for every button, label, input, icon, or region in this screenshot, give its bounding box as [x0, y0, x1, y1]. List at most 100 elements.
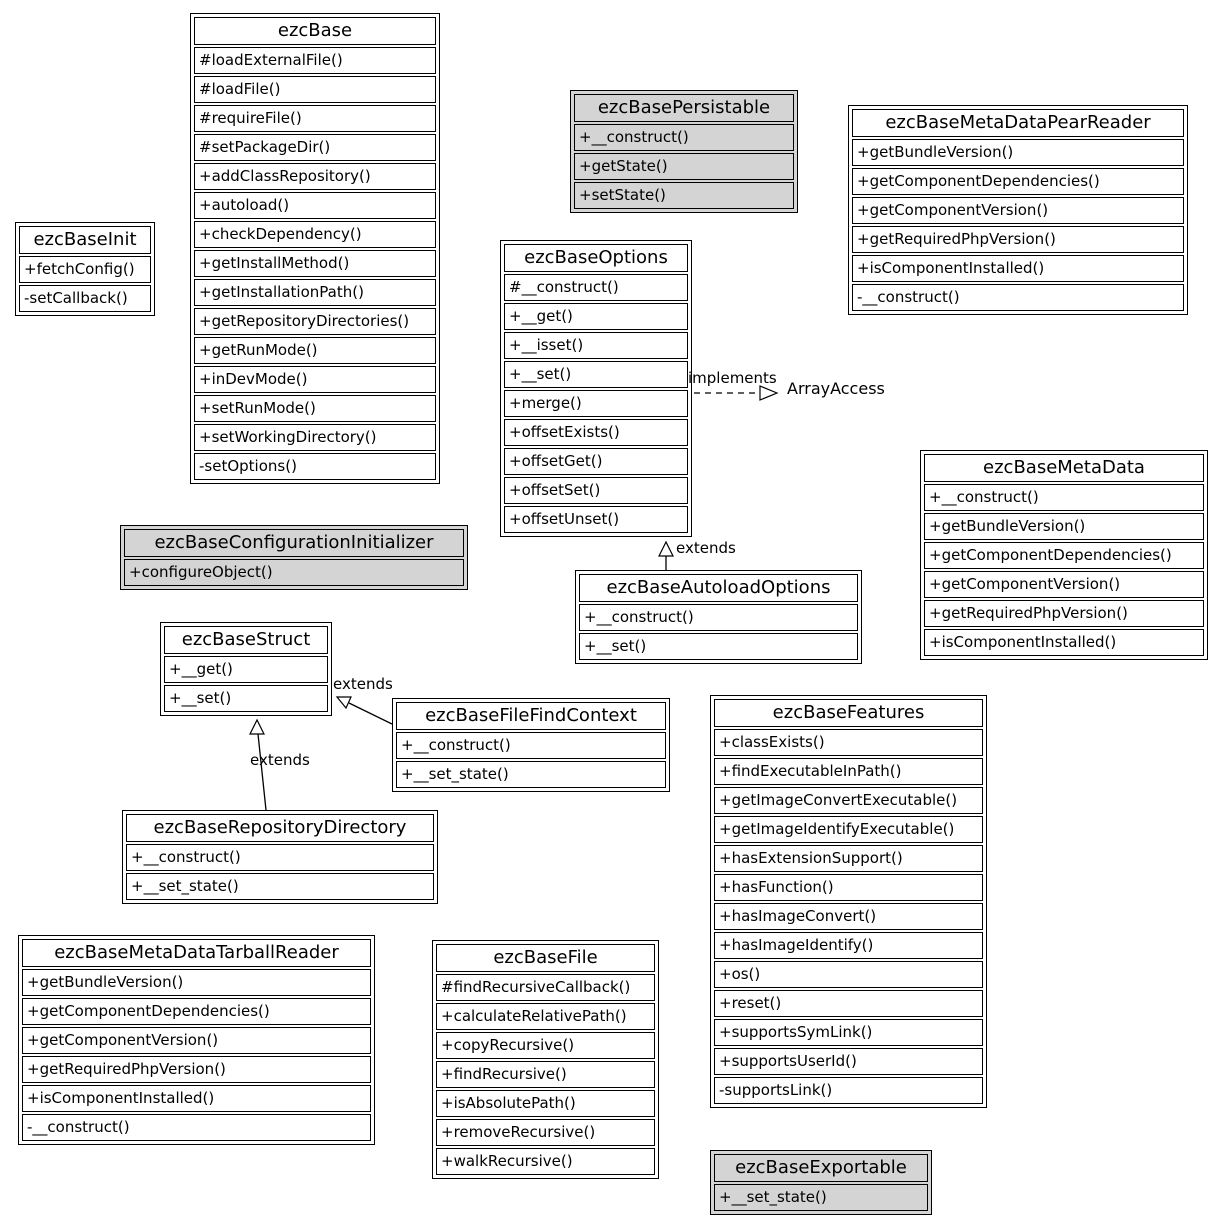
class-method: +__get()	[504, 303, 688, 330]
class-method: +autoload()	[194, 192, 436, 219]
class-method: +__set()	[579, 633, 858, 660]
class-method: +getComponentVersion()	[924, 571, 1204, 598]
class-method: +getImageIdentifyExecutable()	[714, 816, 983, 843]
class-method: +__construct()	[579, 604, 858, 631]
class-ezcBaseInit: ezcBaseInit+fetchConfig()-setCallback()	[15, 222, 155, 316]
class-method: +hasFunction()	[714, 874, 983, 901]
relationship-label: extends	[333, 675, 393, 693]
class-title: ezcBaseFile	[436, 944, 655, 972]
class-method: +removeRecursive()	[436, 1119, 655, 1146]
class-method: #__construct()	[504, 274, 688, 301]
class-title: ezcBaseOptions	[504, 244, 688, 272]
class-method: +inDevMode()	[194, 366, 436, 393]
class-method: +checkDependency()	[194, 221, 436, 248]
relationship-label: extends	[250, 751, 310, 769]
class-title: ezcBaseStruct	[164, 626, 328, 654]
class-method: +getComponentDependencies()	[22, 998, 371, 1025]
arrow-head-repositorydirectory-extends-struct	[249, 718, 265, 735]
class-ezcBaseFeatures: ezcBaseFeatures+classExists()+findExecut…	[710, 695, 987, 1108]
class-title: ezcBase	[194, 17, 436, 45]
class-method: +getRepositoryDirectories()	[194, 308, 436, 335]
class-method: +hasExtensionSupport()	[714, 845, 983, 872]
class-method: #findRecursiveCallback()	[436, 974, 655, 1001]
class-method: +__construct()	[574, 124, 794, 151]
class-method: #setPackageDir()	[194, 134, 436, 161]
class-method: +addClassRepository()	[194, 163, 436, 190]
class-method: +os()	[714, 961, 983, 988]
class-method: +findRecursive()	[436, 1061, 655, 1088]
class-method: #loadExternalFile()	[194, 47, 436, 74]
arrow-line-filefindcontext-extends-struct	[348, 702, 393, 725]
class-method: +hasImageConvert()	[714, 903, 983, 930]
class-ezcBaseOptions: ezcBaseOptions#__construct()+__get()+__i…	[500, 240, 692, 537]
class-method: +getComponentVersion()	[852, 197, 1184, 224]
class-ezcBaseFile: ezcBaseFile#findRecursiveCallback()+calc…	[432, 940, 659, 1179]
class-method: +__set_state()	[714, 1184, 928, 1211]
arrow-head-filefindcontext-extends-struct	[335, 696, 352, 710]
class-method: +configureObject()	[124, 559, 464, 586]
class-method: +isComponentInstalled()	[22, 1085, 371, 1112]
class-method: -setCallback()	[19, 285, 151, 312]
class-method: +getComponentVersion()	[22, 1027, 371, 1054]
arrow-head-autoloadoptions-extends-options	[658, 540, 674, 557]
arrow-head-options-implements-arrayaccess	[759, 385, 779, 401]
class-ezcBaseStruct: ezcBaseStruct+__get()+__set()	[160, 622, 332, 716]
class-method: +getRunMode()	[194, 337, 436, 364]
class-method: +setState()	[574, 182, 794, 209]
class-method: +__isset()	[504, 332, 688, 359]
class-title: ezcBasePersistable	[574, 94, 794, 122]
class-title: ezcBaseMetaDataTarballReader	[22, 939, 371, 967]
class-method: -__construct()	[22, 1114, 371, 1141]
class-method: +getComponentDependencies()	[852, 168, 1184, 195]
class-ezcBaseExportable: ezcBaseExportable+__set_state()	[710, 1150, 932, 1215]
class-method: +getInstallationPath()	[194, 279, 436, 306]
class-method: +__construct()	[396, 732, 666, 759]
class-method: +reset()	[714, 990, 983, 1017]
class-ezcBaseRepositoryDirectory: ezcBaseRepositoryDirectory+__construct()…	[122, 810, 438, 904]
class-method: +walkRecursive()	[436, 1148, 655, 1175]
class-method: +isAbsolutePath()	[436, 1090, 655, 1117]
class-title: ezcBaseFeatures	[714, 699, 983, 727]
class-ezcBaseFileFindContext: ezcBaseFileFindContext+__construct()+__s…	[392, 698, 670, 792]
class-title: ezcBaseRepositoryDirectory	[126, 814, 434, 842]
class-method: +copyRecursive()	[436, 1032, 655, 1059]
class-method: +hasImageIdentify()	[714, 932, 983, 959]
class-method: +getRequiredPhpVersion()	[852, 226, 1184, 253]
type-label: ArrayAccess	[787, 379, 885, 398]
class-title: ezcBaseExportable	[714, 1154, 928, 1182]
arrow-line-repositorydirectory-extends-struct	[257, 733, 267, 811]
class-ezcBasePersistable: ezcBasePersistable+__construct()+getStat…	[570, 90, 798, 213]
class-method: +supportsSymLink()	[714, 1019, 983, 1046]
class-method: #requireFile()	[194, 105, 436, 132]
class-ezcBaseConfigurationInitializer: ezcBaseConfigurationInitializer+configur…	[120, 525, 468, 590]
class-method: +isComponentInstalled()	[852, 255, 1184, 282]
class-method: +getBundleVersion()	[924, 513, 1204, 540]
class-title: ezcBaseInit	[19, 226, 151, 254]
class-title: ezcBaseConfigurationInitializer	[124, 529, 464, 557]
class-method: +getRequiredPhpVersion()	[924, 600, 1204, 627]
class-method: +classExists()	[714, 729, 983, 756]
relationship-label: implements	[688, 369, 777, 387]
class-method: +__set_state()	[396, 761, 666, 788]
class-method: +calculateRelativePath()	[436, 1003, 655, 1030]
class-method: +getComponentDependencies()	[924, 542, 1204, 569]
class-ezcBaseMetaDataPearReader: ezcBaseMetaDataPearReader+getBundleVersi…	[848, 105, 1188, 315]
class-method: +getImageConvertExecutable()	[714, 787, 983, 814]
class-method: +setRunMode()	[194, 395, 436, 422]
relationship-label: extends	[676, 539, 736, 557]
class-title: ezcBaseAutoloadOptions	[579, 574, 858, 602]
class-method: +__get()	[164, 656, 328, 683]
class-title: ezcBaseMetaDataPearReader	[852, 109, 1184, 137]
class-method: +getBundleVersion()	[852, 139, 1184, 166]
class-method: +getRequiredPhpVersion()	[22, 1056, 371, 1083]
class-title: ezcBaseFileFindContext	[396, 702, 666, 730]
class-title: ezcBaseMetaData	[924, 454, 1204, 482]
class-method: +offsetUnset()	[504, 506, 688, 533]
class-method: +offsetGet()	[504, 448, 688, 475]
class-method: +__set_state()	[126, 873, 434, 900]
class-method: +offsetSet()	[504, 477, 688, 504]
class-ezcBaseMetaDataTarballReader: ezcBaseMetaDataTarballReader+getBundleVe…	[18, 935, 375, 1145]
class-method: +findExecutableInPath()	[714, 758, 983, 785]
class-method: +isComponentInstalled()	[924, 629, 1204, 656]
